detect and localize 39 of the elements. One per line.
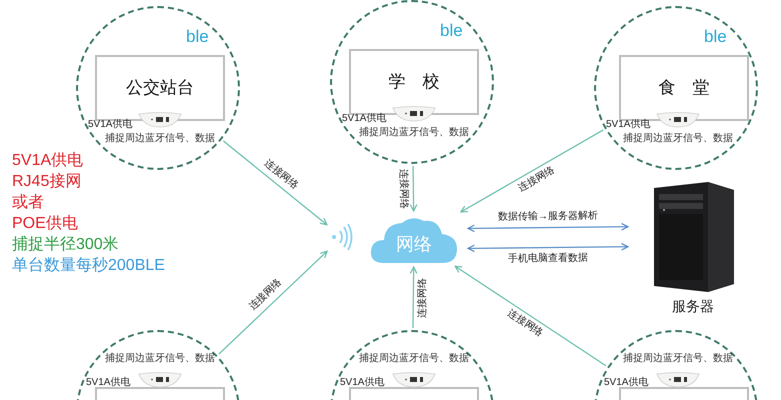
caption-label: 捕捉周边蓝牙信号、数据 [105, 134, 215, 144]
arrow [410, 266, 418, 328]
edge-label: 数据传输→服务器解析 [496, 211, 599, 222]
spec-text: POE供电 [12, 214, 79, 234]
ble-label: ble [704, 28, 727, 45]
server-label: 服务器 [671, 297, 715, 316]
spec-text: 捕捉半径300米 [12, 234, 120, 255]
arrow [454, 266, 606, 366]
power-label: 5V1A供电 [86, 378, 130, 388]
caption-label: 捕捉周边蓝牙信号、数据 [359, 354, 469, 364]
caption-label: 捕捉周边蓝牙信号、数据 [359, 128, 469, 138]
edge-label: 连接网络 [418, 276, 429, 319]
ble-label: ble [440, 22, 463, 39]
arrow [460, 129, 604, 213]
arrow [467, 242, 629, 252]
location-label: 公交站台 [126, 77, 194, 100]
caption-label: 捕捉周边蓝牙信号、数据 [623, 354, 733, 364]
spec-text: 单台数量每秒200BLE [12, 256, 165, 276]
power-label: 5V1A供电 [340, 378, 384, 388]
power-label: 5V1A供电 [604, 378, 648, 388]
caption-label: 捕捉周边蓝牙信号、数据 [623, 134, 733, 144]
location-label: 学 校 [388, 71, 440, 94]
edge-label: 手机电脑查看数据 [507, 253, 590, 264]
location-label: 食 堂 [658, 77, 710, 100]
arrow [222, 140, 328, 226]
power-label: 5V1A供电 [88, 120, 132, 130]
arrow [410, 166, 418, 212]
caption-label: 捕捉周边蓝牙信号、数据 [105, 354, 215, 364]
spec-text: 或者 [12, 192, 45, 213]
cloud-label: 网络 [396, 232, 432, 256]
power-label: 5V1A供电 [342, 114, 386, 124]
ble-label: ble [186, 28, 209, 45]
edge-label: 连接网络 [398, 168, 409, 210]
spec-text: 5V1A供电 [12, 150, 84, 171]
arrow [218, 250, 328, 355]
spec-text: RJ45接网 [12, 172, 82, 192]
power-label: 5V1A供电 [606, 120, 650, 130]
arrow [467, 222, 629, 232]
wifi-signal-icon [330, 222, 354, 252]
